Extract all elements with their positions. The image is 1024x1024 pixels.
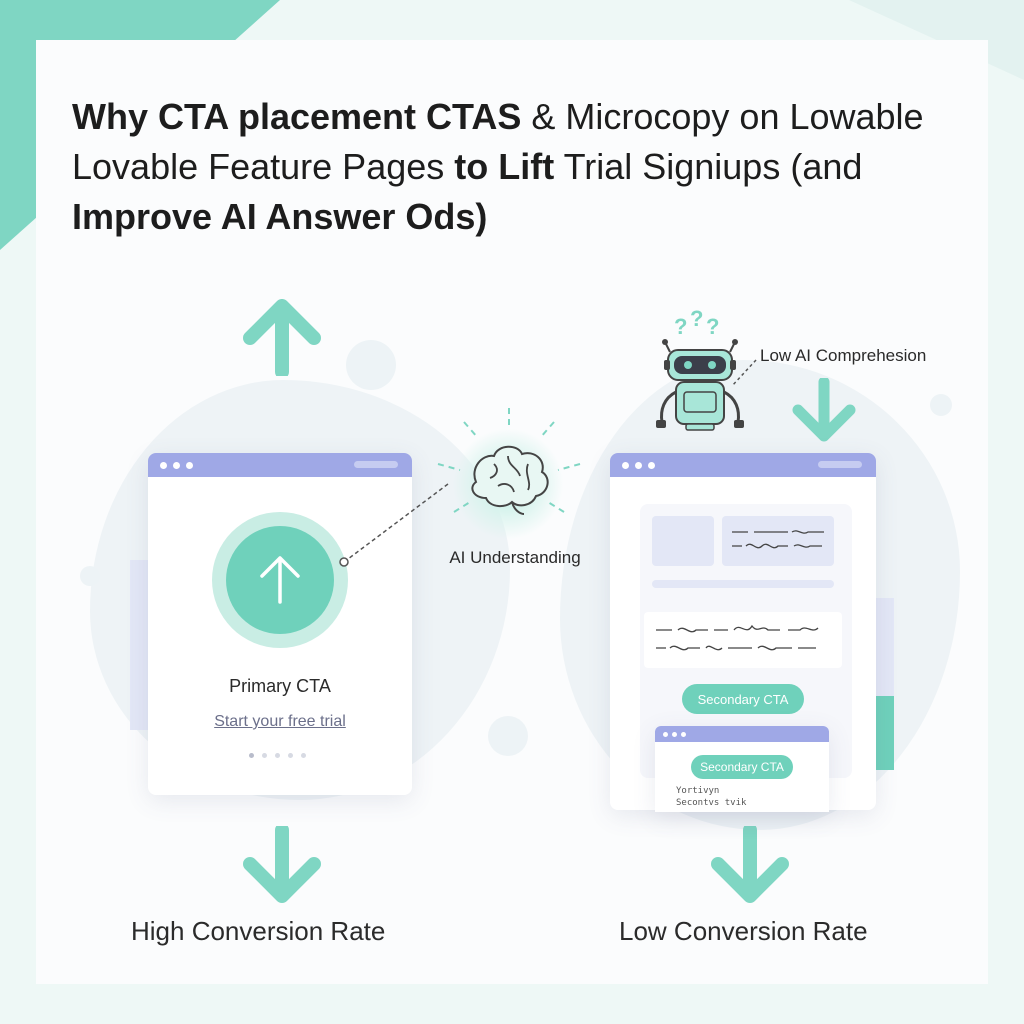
browser-titlebar [148,453,412,477]
carousel-dot[interactable] [288,753,293,758]
title-line3-bold: Improve AI Answer Ods) [72,196,488,237]
secondary-cta-button[interactable]: Secondary CTA [691,755,793,779]
carousel-dot[interactable] [262,753,267,758]
decor-circle [80,566,100,586]
arrow-down-icon [240,826,324,904]
arrow-up-icon [240,298,324,376]
carousel-dot[interactable] [301,753,306,758]
tiny-text: Yortivyn [676,786,720,796]
window-dot [648,461,655,469]
window-dot [186,461,193,469]
scribble-text [656,624,819,651]
browser-titlebar [655,726,829,742]
arrow-up-icon [260,556,300,604]
carousel-dot[interactable] [249,753,254,758]
svg-text:?: ? [690,306,703,331]
divider-bar [652,580,834,588]
robot-icon: ? ? ? [656,306,744,431]
browser-titlebar [610,453,876,477]
arrow-down-icon [708,826,792,904]
robot-pointer-line [731,359,757,387]
ai-understanding-label: AI Understanding [449,548,581,567]
decor-circle [930,394,952,416]
carousel-dot[interactable] [275,753,280,758]
decor-bar [876,598,894,698]
image-placeholder [652,516,714,566]
window-dot [622,461,629,469]
svg-text:?: ? [706,314,719,339]
decor-accent-bar [876,696,894,770]
secondary-cta-button[interactable]: Secondary CTA [682,684,804,714]
title-line2-bold: to Lift [454,146,555,187]
window-dot [672,731,677,737]
window-dot [173,461,180,469]
low-conversion-label: Low Conversion Rate [619,916,868,946]
title-line1-rest: & Microcopy on Lowable [521,96,924,137]
address-bar [818,461,862,468]
decor-circle [488,716,528,756]
tiny-text: Secontvs tvik [676,798,747,808]
connector-line [339,483,449,567]
low-ai-comprehension-label: Low AI Comprehesion [760,346,927,365]
high-conversion-label: High Conversion Rate [131,916,386,946]
window-dot [681,731,686,737]
text-block [644,612,842,668]
address-bar [354,461,398,468]
free-trial-link[interactable]: Start your free trial [214,713,346,730]
title-line1-bold: Why CTA placement CTAS [72,96,522,137]
page-title: Why CTA placement CTAS & Microcopy on Lo… [72,92,952,242]
scribble-text [732,530,824,549]
carousel-dots [249,753,306,758]
arrow-down-icon [790,378,858,444]
title-line2-tail: Trial Signiups (and [554,146,863,187]
primary-cta-label: Primary CTA [229,676,331,696]
decor-circle [346,340,396,390]
window-dot [635,461,642,469]
title-line2-rest: Lovable Feature Pages [72,146,455,187]
window-dot [663,731,668,737]
brain-icon [437,408,581,515]
svg-text:?: ? [674,314,687,339]
window-dot [160,461,167,469]
decor-bar [130,560,152,730]
primary-cta-button[interactable] [226,526,334,634]
text-block [722,516,834,566]
